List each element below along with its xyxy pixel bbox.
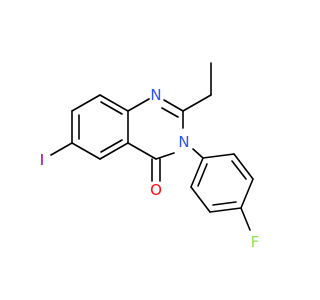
bond: [71, 94, 101, 112]
bond: [127, 98, 150, 112]
atom-label-oxygen: O: [150, 181, 162, 199]
molecule-diagram: I N N O F: [39, 62, 260, 251]
bond: [233, 153, 254, 180]
atom-label-fluorine: F: [251, 233, 260, 251]
bond-double-inner: [100, 101, 123, 115]
bond-double-inner: [197, 163, 208, 187]
bond: [127, 142, 157, 160]
atom-label-n1: N: [150, 86, 161, 104]
bond: [50, 142, 73, 156]
bond: [240, 207, 251, 231]
bond: [240, 178, 254, 209]
bond: [209, 207, 242, 213]
bond: [99, 142, 129, 160]
bond: [190, 157, 204, 188]
bond-double-inner: [100, 139, 123, 153]
bond: [71, 142, 101, 160]
bond-double-inner: [161, 107, 179, 118]
atom-label-iodine: I: [40, 151, 44, 169]
bond: [192, 148, 204, 159]
atom-label-n3: N: [178, 133, 189, 151]
bond-double-inner: [231, 160, 247, 180]
bond: [155, 152, 175, 160]
bond: [190, 186, 211, 213]
bond-double-inner: [212, 201, 237, 206]
bond: [163, 99, 184, 112]
bond: [99, 94, 129, 112]
bond: [202, 153, 235, 159]
structure-svg: I N N O F: [40, 62, 260, 251]
bond: [182, 94, 212, 112]
